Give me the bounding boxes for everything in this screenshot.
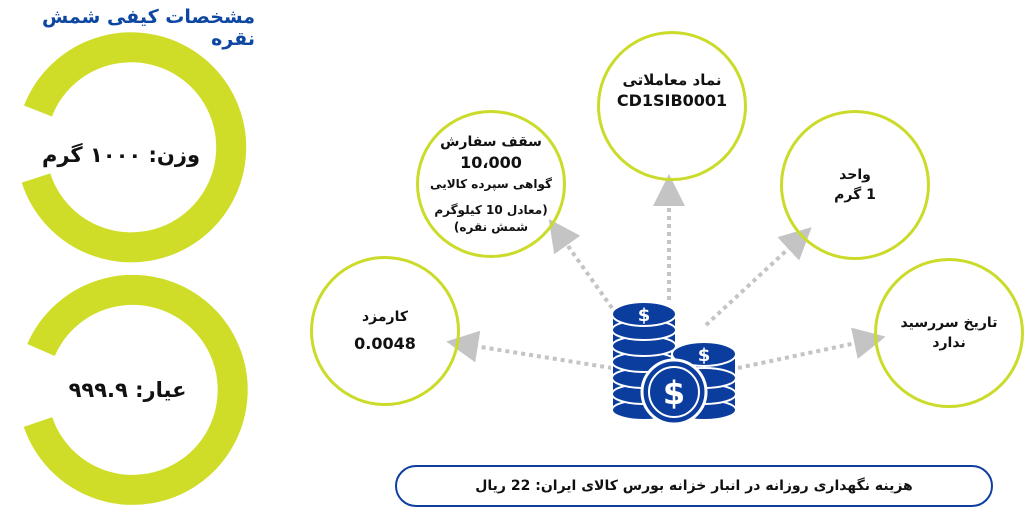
arrow-order-cap (548, 218, 614, 310)
fee-value: 0.0048 (354, 334, 416, 353)
unit-label: واحد (839, 167, 871, 183)
expiry-label: تاریخ سررسید (900, 315, 998, 331)
purity-label: عیار: ۹۹۹.۹ (68, 378, 187, 402)
coins-icon (611, 301, 737, 426)
purity-arc (23, 274, 248, 505)
page-title: مشخصات کیفی شمش نقره (42, 6, 255, 50)
symbol-value: CD1SIB0001 (616, 91, 728, 110)
symbol-label: نماد معاملاتی (622, 71, 722, 89)
node-unit: واحد 1 گرم (780, 110, 930, 260)
arrow-expiry (737, 327, 886, 370)
arrow-fee (446, 330, 613, 370)
node-order-cap: سقف سفارش 10،000 گواهی سپرده کالایی (معا… (416, 110, 566, 258)
order-cap-unit: گواهی سپرده کالایی (430, 177, 552, 191)
node-fee: کارمزد 0.0048 (310, 256, 460, 406)
dollar-icon: $ (638, 305, 651, 326)
order-cap-label: سقف سفارش (440, 134, 542, 150)
storage-cost-banner: هزینه نگهداری روزانه در انبار خزانه بورس… (395, 465, 993, 507)
expiry-value: ندارد (932, 335, 966, 351)
weight-label: وزن: ۱۰۰۰ گرم (41, 143, 200, 167)
node-symbol: نماد معاملاتی CD1SIB0001 (597, 31, 747, 181)
arrow-unit (704, 227, 812, 327)
weight-arc (21, 32, 247, 263)
order-cap-note: شمش نقره) (453, 220, 529, 234)
fee-label: کارمزد (361, 309, 409, 325)
dollar-icon: $ (663, 374, 685, 412)
order-cap-value: 10،000 (460, 153, 522, 172)
node-expiry: تاریخ سررسید ندارد (874, 258, 1024, 408)
dollar-icon: $ (698, 345, 711, 366)
unit-value: 1 گرم (834, 187, 876, 203)
order-cap-note: (معادل 10 کیلوگرم (434, 203, 548, 217)
